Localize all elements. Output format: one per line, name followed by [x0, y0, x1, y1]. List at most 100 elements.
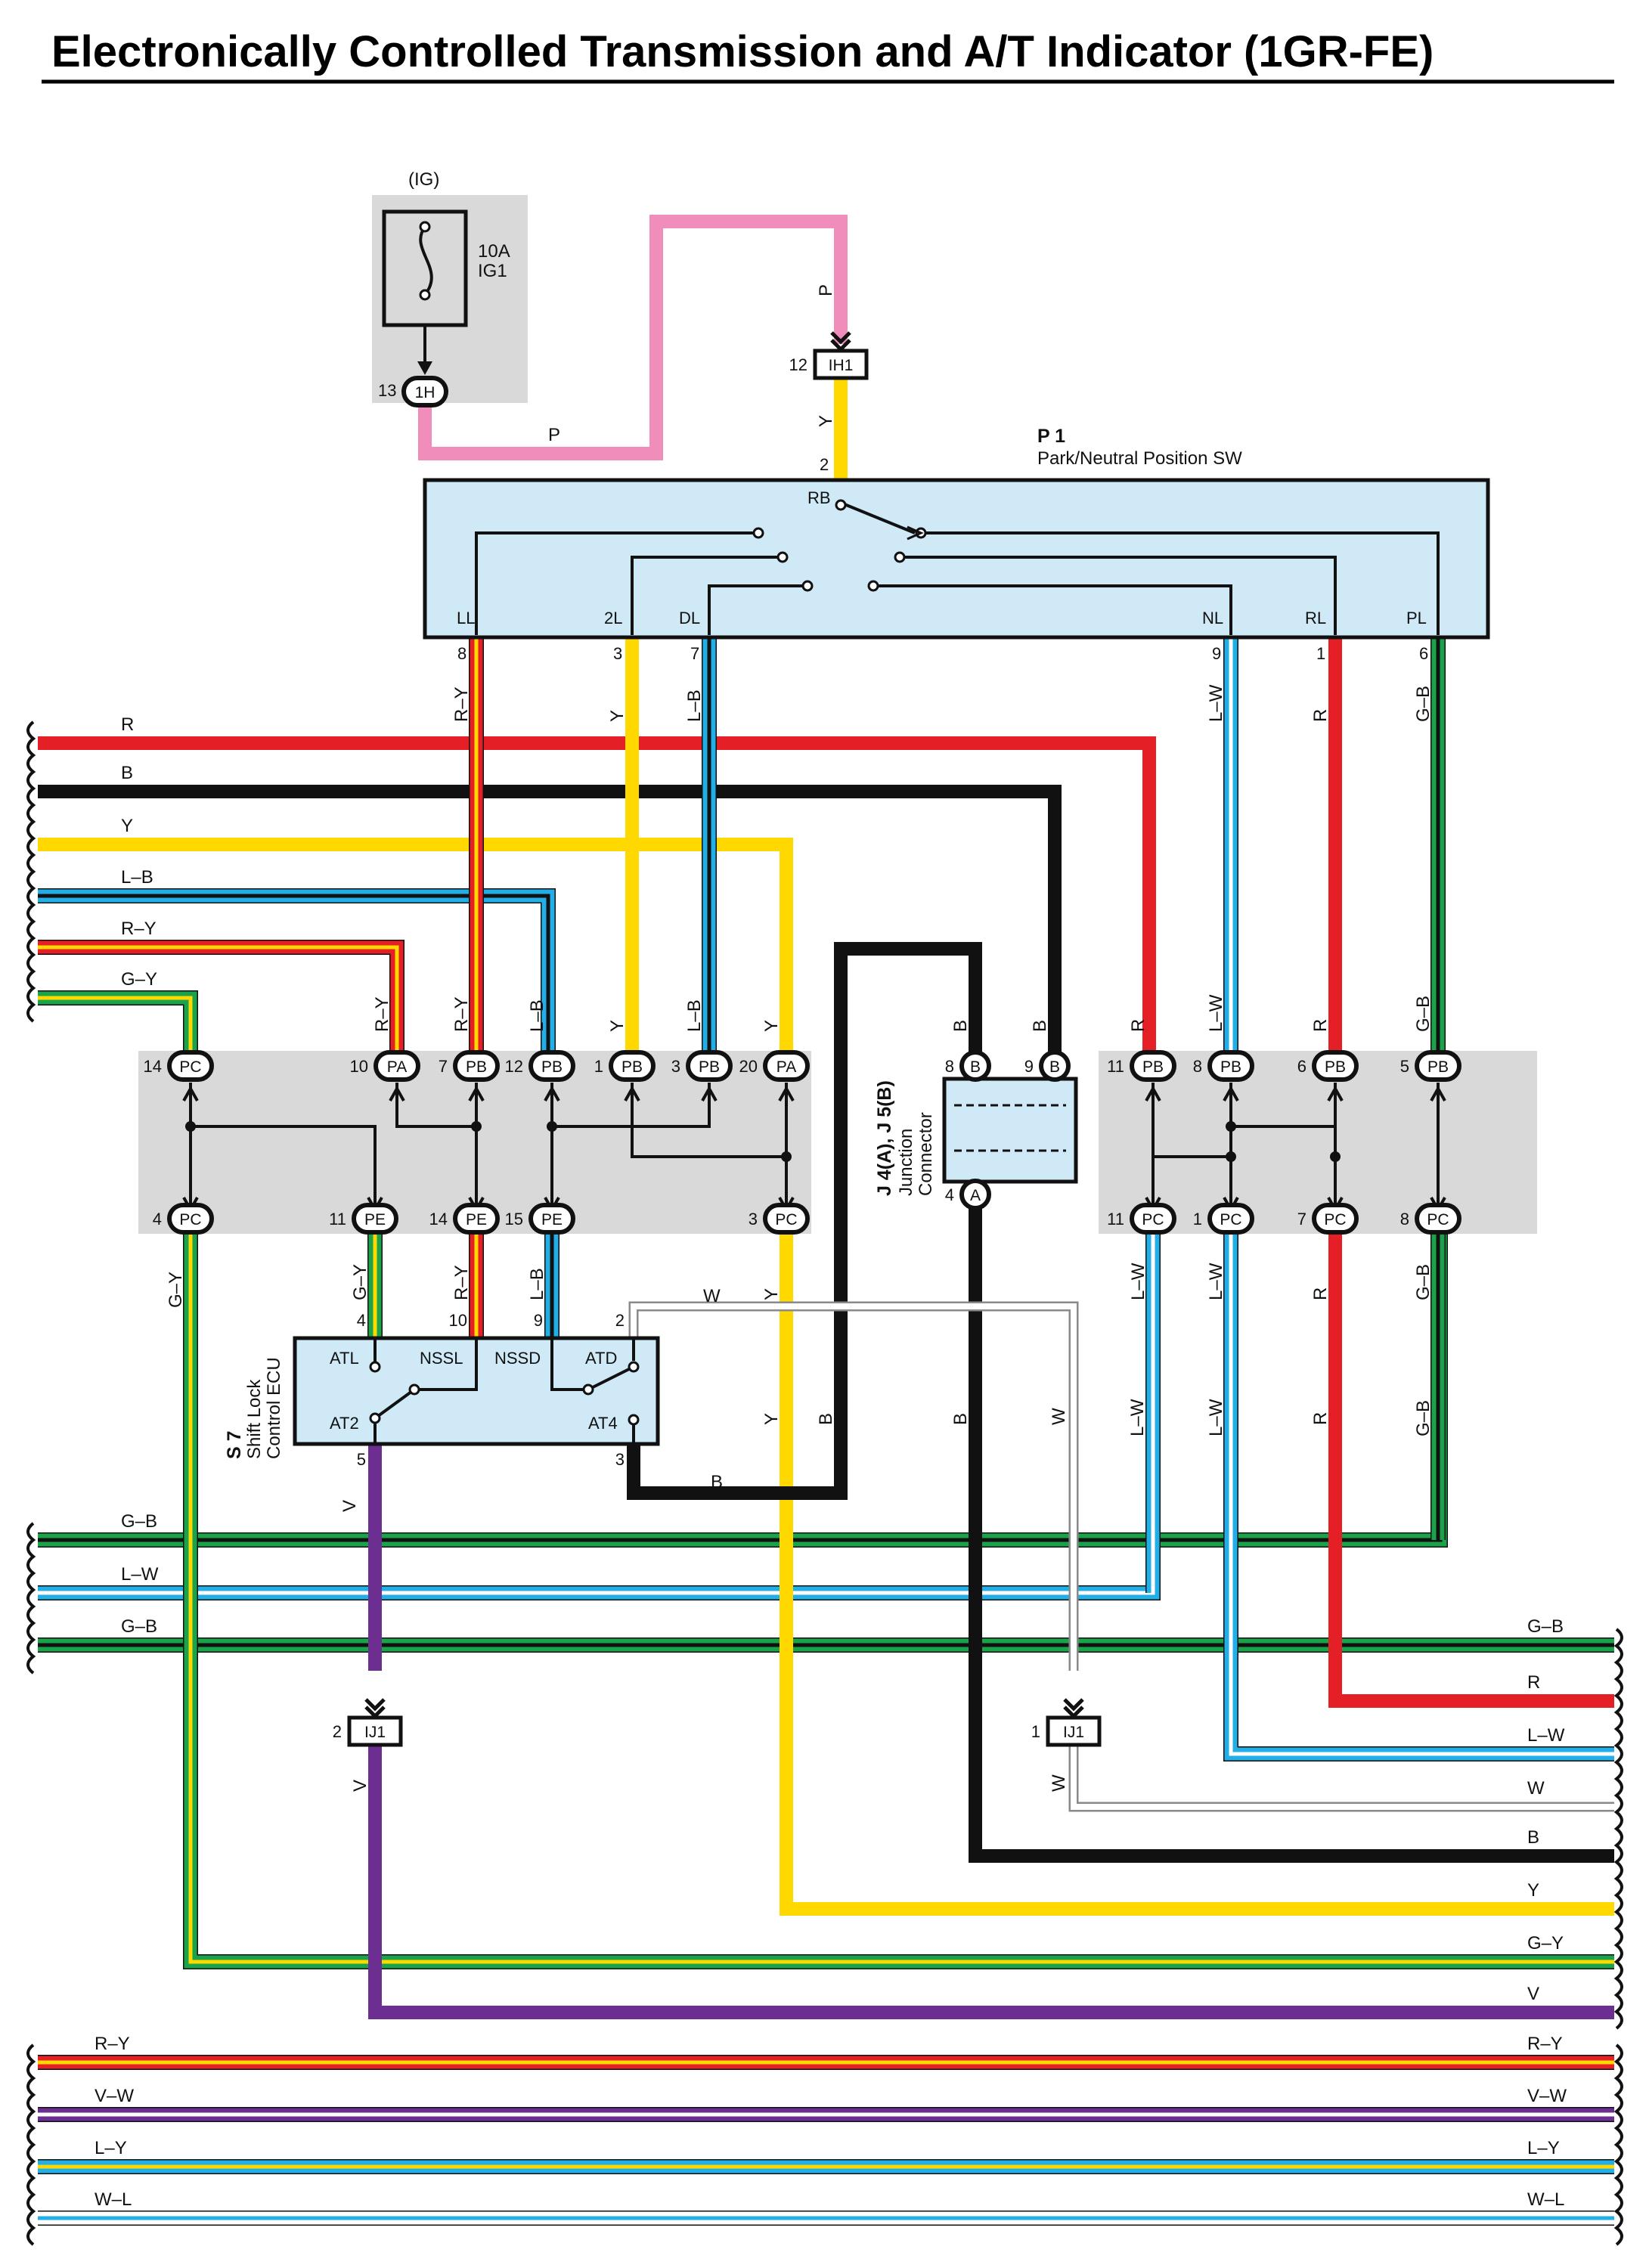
arrow-down-icon [417, 361, 432, 375]
p1-id: P 1 [1037, 426, 1065, 447]
contact-rb [835, 499, 847, 511]
junction-dot [781, 1151, 792, 1162]
s7-line2: Control ECU [264, 1357, 284, 1459]
connector-bottom-pc-code: PC [1142, 1211, 1164, 1228]
right-bus-label: B [1527, 1827, 1539, 1848]
left-bus-label: L–W [121, 1564, 159, 1585]
fuse-box-area [372, 195, 528, 403]
connector-ij1-right-pin: 1 [1031, 1722, 1040, 1741]
connector-top-wire-label: L–B [527, 999, 547, 1032]
connector-top-pb-pin: 5 [1400, 1057, 1409, 1076]
connector-top-pb-code: PB [621, 1058, 643, 1076]
connector-top-pb-pin: 7 [439, 1057, 448, 1076]
arrow-up-icon [624, 1085, 640, 1101]
connector-top-pc-code: PC [179, 1058, 201, 1076]
p1-pin: 9 [1212, 644, 1221, 663]
connector-bottom-pe-code: PE [541, 1211, 563, 1228]
fuse-rating: 10A [478, 241, 510, 262]
chevron-down-icon [364, 1698, 386, 1719]
p1-term-2l: 2L [604, 609, 622, 627]
contact-2l [776, 551, 789, 563]
connector-bottom-pe [453, 1203, 500, 1235]
bus-r-y-outline [38, 940, 405, 1066]
connector-bottom-pc-pin: 1 [1193, 1210, 1202, 1228]
connector-top-pb [1415, 1050, 1461, 1082]
s7-switch-arm-left [374, 1388, 416, 1420]
fuse-name: IG1 [478, 261, 507, 281]
connector-top-pa-code: PA [776, 1058, 796, 1076]
left-bus-edge-top [26, 720, 36, 1023]
connector-bottom-pc-pin: 8 [1400, 1210, 1409, 1228]
p1-input-term: RB [807, 488, 831, 507]
connector-bottom-pc [1312, 1203, 1359, 1235]
arrow-up-icon [468, 1085, 485, 1101]
arrow-up-icon [1223, 1085, 1239, 1101]
connector-bottom-wire-label: G–Y [350, 1264, 370, 1300]
connector-top-pb-pin: 8 [1193, 1057, 1202, 1076]
right-bus-label: G–B [1527, 1616, 1564, 1637]
connector-top-pb-pin: 3 [671, 1057, 680, 1076]
fuse-terminal-bottom [419, 289, 431, 301]
s7-pin-number: 2 [615, 1311, 625, 1330]
connector-top-pb [1130, 1050, 1176, 1082]
connector-bottom-pc [1207, 1203, 1254, 1235]
left-bus-label: G–B [121, 1616, 157, 1637]
wire-label-gb: G–B [1413, 1400, 1434, 1436]
connector-top-pb-pin: 6 [1297, 1057, 1306, 1076]
connector-bottom-pe [528, 1203, 575, 1235]
wire-g-y-down-stripe [188, 1232, 1614, 1964]
connector-bottom-pe-pin: 14 [429, 1210, 448, 1228]
contact-ll-line [475, 531, 758, 635]
s7-term-at4: AT4 [588, 1414, 618, 1433]
arrow-up-icon [701, 1085, 718, 1101]
p1-wire-label: R–Y [451, 686, 472, 722]
connector-bottom-pc-pin: 4 [153, 1210, 162, 1228]
s7-pin-number: 9 [534, 1311, 543, 1330]
p1-wire-label: L–B [684, 689, 705, 722]
contact-rl-line [900, 556, 1337, 635]
wire-label-b-s7: B [711, 1472, 723, 1492]
junction-line2: Connector [916, 1112, 936, 1196]
s7-contact-nssl [408, 1383, 420, 1396]
bus-l-b-stripe [38, 894, 550, 1066]
connector-bottom-wire-label: R [1310, 1287, 1331, 1300]
connector-top-wire-label: G–B [1413, 996, 1434, 1032]
junction-pin-number: 8 [945, 1057, 954, 1076]
fuse-icon [419, 225, 433, 296]
junction-dot [185, 1121, 196, 1132]
arrow-up-icon [1145, 1085, 1161, 1101]
contact-pl-line [921, 531, 1440, 635]
s7-contact-atl [369, 1361, 381, 1373]
connector-top-pb [1312, 1050, 1359, 1082]
right-bus-label: L–Y [1527, 2138, 1560, 2158]
s7-term-nssd: NSSD [494, 1349, 541, 1368]
junction-wire-label: B [950, 1020, 971, 1032]
s7-line1: Shift Lock [244, 1379, 265, 1459]
contact-nl-line [873, 584, 1232, 635]
connector-top-pb-code: PB [1142, 1058, 1164, 1076]
arrow-up-icon [544, 1085, 560, 1101]
p1-pin: 6 [1419, 644, 1428, 663]
connector-ij1-right-code: IJ1 [1063, 1724, 1084, 1741]
connector-top-pb-code: PB [1220, 1058, 1241, 1076]
jt-pb1 [631, 1083, 786, 1158]
connector-top-wire-label: R–Y [372, 996, 392, 1032]
connector-bottom-wire-label: L–W [1128, 1263, 1148, 1300]
connector-top-pb-code: PB [466, 1058, 487, 1076]
s7-switch-contacts [369, 1340, 640, 1442]
wire-pc1 [1224, 1232, 1614, 1761]
connector-top-pb-code: PB [541, 1058, 563, 1076]
wire-color-labels: RBYL–BR–YG–YG–BL–WG–BR–YV–WL–YW–LG–BRL–W… [95, 284, 1567, 2210]
bus-r-y [38, 940, 404, 1066]
s7-contact-at4 [628, 1414, 640, 1426]
p1-wire-label: L–W [1206, 684, 1226, 722]
connector-bottom-wire-label: G–B [1413, 1264, 1434, 1300]
connector-bottom-pe-pin: 15 [505, 1210, 523, 1228]
connector-top-wire-label: R [1310, 1019, 1331, 1032]
bus-b [38, 785, 1062, 1066]
wire-label-lw2: L–W [1206, 1399, 1226, 1436]
arrow-up-icon [182, 1085, 199, 1101]
connector-top-pb-pin: 11 [1107, 1057, 1124, 1076]
wire-label-p: P [548, 425, 560, 445]
